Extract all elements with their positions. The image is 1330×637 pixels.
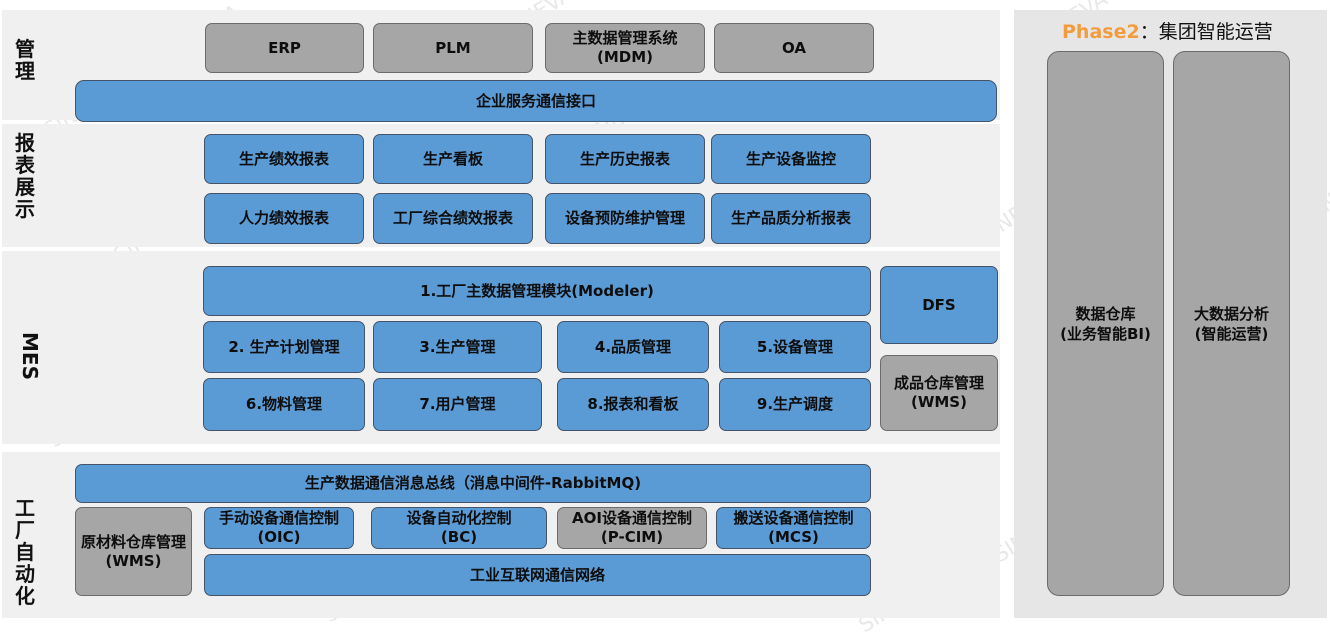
report-production-performance: 生产绩效报表 bbox=[204, 134, 364, 184]
mes-equipment-management: 5.设备管理 bbox=[719, 321, 871, 373]
oa-box: OA bbox=[714, 23, 874, 73]
report-quality-analysis: 生产品质分析报表 bbox=[711, 193, 871, 244]
phase2-title-rest: ：集团智能运营 bbox=[1139, 21, 1273, 43]
plm-box: PLM bbox=[373, 23, 533, 73]
message-bus: 生产数据通信消息总线（消息中间件-RabbitMQ) bbox=[75, 464, 871, 503]
report-equipment-monitor: 生产设备监控 bbox=[711, 134, 871, 184]
mes-quality-management: 4.品质管理 bbox=[557, 321, 709, 373]
data-warehouse-column: 数据仓库 (业务智能BI) bbox=[1047, 51, 1164, 596]
mes-production-planning: 2. 生产计划管理 bbox=[203, 321, 365, 373]
erp-box: ERP bbox=[205, 23, 364, 73]
mes-material-management: 6.物料管理 bbox=[203, 378, 365, 431]
mes-modeler: 1.工厂主数据管理模块(Modeler) bbox=[203, 266, 871, 316]
mes-label-text: MES bbox=[17, 332, 42, 380]
report-preventive-maintenance: 设备预防维护管理 bbox=[545, 193, 705, 244]
automation-label: 工厂自动化 bbox=[15, 496, 35, 608]
report-factory-performance: 工厂综合绩效报表 bbox=[373, 193, 533, 244]
mes-production-scheduling: 9.生产调度 bbox=[719, 378, 871, 431]
mes-reports-boards: 8.报表和看板 bbox=[557, 378, 709, 431]
industrial-network: 工业互联网通信网络 bbox=[204, 554, 871, 596]
mes-label: MES bbox=[14, 332, 42, 380]
enterprise-service-interface: 企业服务通信接口 bbox=[75, 80, 997, 122]
control-oic: 手动设备通信控制 (OIC) bbox=[204, 507, 354, 549]
phase2-title-accent: Phase2 bbox=[1062, 21, 1140, 43]
management-label: 管理 bbox=[15, 37, 35, 83]
big-data-analysis-column: 大数据分析 (智能运营) bbox=[1173, 51, 1290, 596]
report-production-history: 生产历史报表 bbox=[545, 134, 705, 184]
control-pcim: AOI设备通信控制 (P-CIM) bbox=[557, 507, 707, 549]
mdm-box: 主数据管理系统 (MDM) bbox=[545, 23, 705, 73]
phase2-title: Phase2：集团智能运营 bbox=[1062, 17, 1273, 44]
reporting-label: 报表展示 bbox=[15, 131, 35, 221]
control-mcs: 搬送设备通信控制 (MCS) bbox=[716, 507, 871, 549]
mes-user-management: 7.用户管理 bbox=[373, 378, 542, 431]
mes-production-management: 3.生产管理 bbox=[373, 321, 542, 373]
report-production-board: 生产看板 bbox=[373, 134, 533, 184]
report-hr-performance: 人力绩效报表 bbox=[204, 193, 364, 244]
mes-dfs: DFS bbox=[880, 266, 998, 344]
raw-material-wms: 原材料仓库管理 (WMS) bbox=[75, 507, 192, 596]
control-bc: 设备自动化控制 (BC) bbox=[371, 507, 547, 549]
mes-finished-goods-wms: 成品仓库管理 (WMS) bbox=[880, 355, 998, 431]
